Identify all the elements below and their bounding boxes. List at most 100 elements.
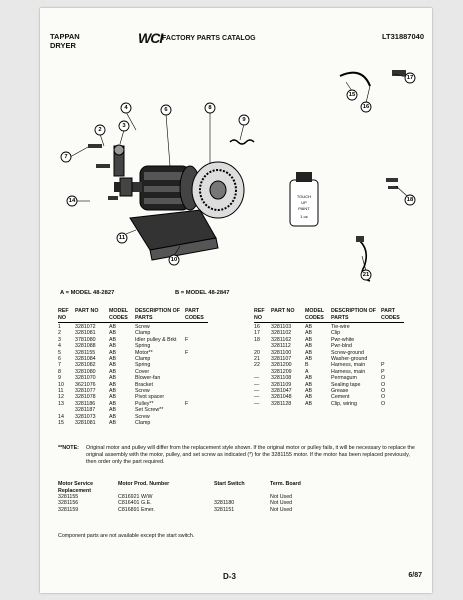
cell-desc: Clip bbox=[331, 330, 341, 337]
callout-label: 7 bbox=[64, 154, 67, 160]
motor-header-1: Motor Service Replacement bbox=[58, 481, 94, 494]
callout-label: 15 bbox=[349, 92, 356, 98]
table-row: 22 3281200 B Harness, main P bbox=[254, 362, 404, 368]
cell-part: 3281209 bbox=[271, 368, 292, 375]
cell-part: 3281200 bbox=[271, 362, 292, 369]
callout-9: 9 bbox=[238, 114, 250, 126]
cell-model: AB bbox=[109, 420, 117, 427]
ground-screws bbox=[386, 178, 398, 189]
cell-model: AB bbox=[109, 362, 117, 369]
cell-model: AB bbox=[109, 407, 117, 414]
cell-code: F bbox=[185, 400, 189, 407]
touch-up-paint-bottle: TOUCH UP PAINT 1 oz bbox=[289, 172, 319, 227]
note-text: Original motor and pulley will differ fr… bbox=[86, 445, 415, 465]
cell-part: 3281088 bbox=[75, 343, 96, 350]
cell-part: 3281187 bbox=[75, 407, 96, 414]
cell-model: AB bbox=[109, 375, 117, 382]
callout-label: 17 bbox=[407, 75, 413, 81]
cell-ref: 21 bbox=[254, 356, 260, 363]
motor-header-3: Start Switch bbox=[214, 481, 245, 487]
cell-model: AB bbox=[109, 400, 117, 407]
cell-model: B bbox=[305, 362, 309, 369]
cell-model: AB bbox=[305, 324, 313, 330]
cell-part: 3281048 bbox=[271, 394, 292, 401]
cell-desc: Screw bbox=[135, 388, 150, 395]
parts-catalog-page: TAPPAN DRYER WCI FACTORY PARTS CATALOG L… bbox=[40, 8, 432, 593]
cell-desc: Clamp bbox=[135, 356, 151, 363]
cell-ref: 17 bbox=[254, 330, 260, 337]
cell-model: AB bbox=[305, 394, 313, 401]
cell-code: O bbox=[381, 381, 386, 388]
cell-part: 3281155 bbox=[75, 349, 96, 356]
cell-code: P bbox=[381, 362, 385, 369]
cell-part: 3281081 bbox=[75, 420, 96, 427]
motor-note: **NOTE: Original motor and pulley will d… bbox=[58, 445, 418, 465]
cell-desc: Washer-ground bbox=[331, 356, 368, 363]
header-model: MODEL CODES bbox=[109, 308, 129, 321]
motor-cell: C816891 Emer. bbox=[118, 506, 155, 513]
cell-ref: — bbox=[254, 394, 260, 401]
cell-ref: — bbox=[254, 381, 260, 388]
callout-label: 8 bbox=[208, 105, 212, 111]
cell-model: AB bbox=[305, 356, 313, 363]
cell-ref: 11 bbox=[58, 388, 64, 395]
callout-leaders bbox=[69, 73, 408, 272]
exploded-parts-diagram: TOUCH UP PAINT 1 oz bbox=[60, 70, 416, 282]
cell-desc: Cover bbox=[135, 368, 150, 375]
callout-11: 11 bbox=[116, 232, 128, 244]
callout-label: 3 bbox=[122, 123, 126, 129]
motor-cell: C816401 G.E. bbox=[118, 500, 152, 507]
header-ref: REF NO bbox=[254, 308, 265, 321]
cell-part: 3281084 bbox=[75, 356, 96, 363]
table-row: 15 3281081 AB Clamp bbox=[58, 420, 208, 426]
motor-cell: 3281156 bbox=[58, 500, 79, 507]
header-desc: DESCRIPTION OF PARTS bbox=[135, 308, 181, 321]
cell-part: 3281047 bbox=[271, 388, 292, 395]
cell-ref: 22 bbox=[254, 362, 260, 369]
cell-part: 3281080 bbox=[75, 368, 96, 375]
cell-part: 3281112 bbox=[271, 343, 291, 350]
model-a-caption: A = MODEL 48-2827 bbox=[60, 290, 115, 296]
callout-18: 18 bbox=[404, 194, 416, 206]
cell-desc: Clamp bbox=[135, 420, 151, 427]
cell-ref: 15 bbox=[58, 420, 64, 427]
power-cord bbox=[339, 71, 371, 87]
header-model: MODEL CODES bbox=[305, 308, 325, 321]
motor-table-header: Motor Service Replacement Motor Prod. Nu… bbox=[58, 481, 330, 494]
cell-model: AB bbox=[109, 336, 117, 343]
cell-ref: 16 bbox=[254, 324, 260, 330]
cell-part: 3281073 bbox=[75, 413, 96, 420]
cell-ref: — bbox=[254, 375, 260, 382]
cell-code: O bbox=[381, 394, 386, 401]
cell-model: AB bbox=[305, 388, 313, 395]
cell-part: 3281072 bbox=[75, 324, 96, 330]
callout-3: 3 bbox=[118, 120, 130, 132]
motor-cell: C816921 W/W bbox=[118, 494, 153, 500]
cell-model: AB bbox=[305, 336, 313, 343]
callout-label: 4 bbox=[124, 105, 128, 111]
document-number: LT31887040 bbox=[382, 32, 424, 41]
cell-desc: Harness, main bbox=[331, 362, 366, 369]
cell-desc: Pwr-blnd bbox=[331, 343, 352, 350]
cell-ref: 10 bbox=[58, 381, 64, 388]
cell-ref: 1 bbox=[58, 324, 61, 330]
cell-desc: Harness, main bbox=[331, 368, 366, 375]
cell-model: AB bbox=[109, 349, 117, 356]
callout-21: 21 bbox=[360, 269, 372, 281]
callout-label: 14 bbox=[69, 198, 76, 204]
pulley bbox=[114, 177, 133, 197]
header-desc: DESCRIPTION OF PARTS bbox=[331, 308, 377, 321]
cell-ref: 2 bbox=[58, 330, 61, 337]
cell-desc: Pulley** bbox=[135, 400, 154, 407]
